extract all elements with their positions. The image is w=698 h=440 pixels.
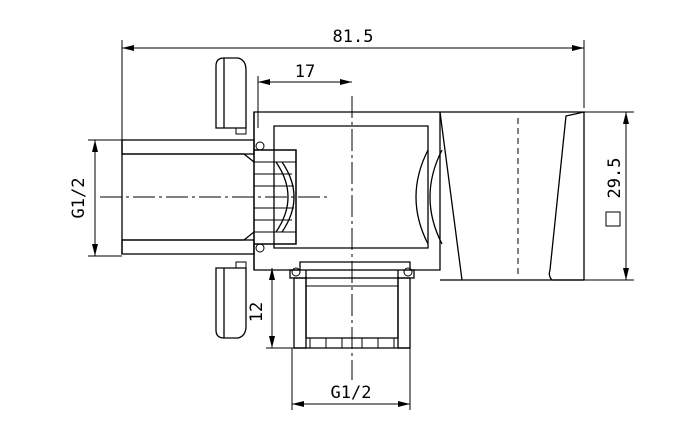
centerlines [100,96,353,380]
dimension-inlet-thread: G1/2 [69,139,122,257]
dimension-label-outlet: G1/2 [331,383,372,403]
outlet-fitting [289,267,415,349]
dimension-label-body: 29.5 [605,158,625,199]
dimension-label-outlet-height: 12 [247,302,267,322]
dimension-label-inner: 17 [295,62,315,82]
square-symbol [605,211,621,227]
handle-flange [215,57,247,339]
dimension-body-square: 29.5 [584,111,634,281]
dimension-label-inlet: G1/2 [69,178,89,219]
body-outline-right [439,111,585,281]
dimension-overall-length: 81.5 [121,27,585,140]
dimension-outlet-thread: G1/2 [291,348,411,410]
dimension-inner-length: 17 [257,62,352,128]
valve-body [253,111,443,271]
dimension-label-overall: 81.5 [333,27,374,47]
dimension-outlet-height: 12 [247,268,294,349]
